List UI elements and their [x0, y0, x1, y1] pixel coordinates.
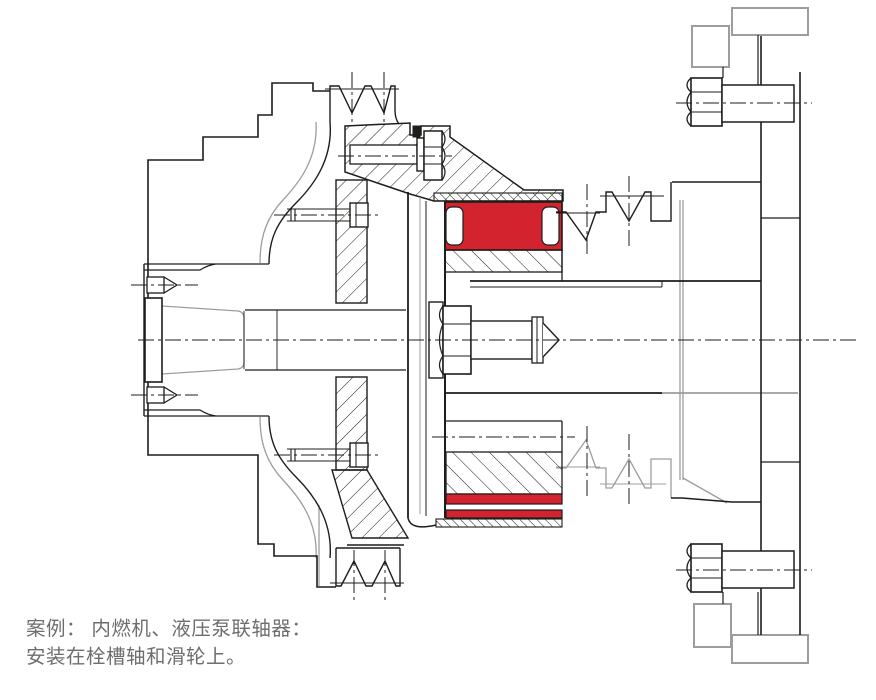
set-screw-top-tip	[163, 276, 179, 294]
engine-housing	[143, 82, 336, 588]
hex-bulges	[441, 130, 446, 181]
caption-line-2: 安装在栓槽轴和滑轮上。	[26, 647, 247, 669]
hex-facets	[691, 91, 722, 113]
section-hatch-areas	[331, 122, 564, 539]
pulley-bolt-top	[686, 77, 795, 127]
flywheel-bell-far-edge-bottom	[259, 416, 317, 559]
flywheel-bell-bottom	[268, 415, 331, 559]
housing-outline	[147, 82, 336, 588]
elastomer-pocket-right	[541, 206, 560, 246]
flywheel-bell-far-edge-top	[259, 121, 317, 264]
hub-steps	[761, 217, 800, 463]
hex-facets	[424, 146, 442, 165]
hub-ring-strip-top	[433, 192, 563, 202]
rim-block-top-small	[691, 25, 730, 68]
hub-bottom-lip	[407, 517, 437, 528]
centerlines	[131, 72, 858, 600]
pulley-groove-profile-top	[556, 182, 672, 242]
elastomer-element	[444, 201, 563, 519]
set-screw-bottom-tip	[163, 386, 179, 404]
hex-bulges	[686, 77, 692, 127]
elastomer-stripe-1	[445, 493, 563, 505]
hub-block-lower	[445, 451, 563, 495]
pulley-groove-profile-bottom	[556, 438, 672, 498]
hex-head	[690, 77, 723, 127]
hex-facets	[691, 557, 722, 579]
caption-line-1: 案例： 内燃机、液压泵联轴器：	[26, 619, 312, 640]
elastomer-pocket-left	[445, 206, 464, 246]
pump-bell-far-diagonal	[682, 477, 728, 504]
rim-block-bottom-small	[693, 603, 732, 648]
crank-pulley-grooves	[325, 85, 404, 587]
stud-bottom-shank	[287, 448, 350, 462]
pump-pulley	[556, 35, 801, 635]
hex-head	[690, 543, 723, 593]
pulley-bottom-edge	[671, 497, 761, 503]
pulley-bolt-bottom	[686, 543, 795, 593]
pulley-groove-baseline-bottom	[556, 466, 666, 485]
shaft-stub-edges	[245, 309, 406, 371]
hub-block-upper	[444, 249, 563, 273]
rim-block-top-large	[731, 7, 809, 36]
rim-block-bottom-large	[731, 634, 809, 664]
hub-top-flange	[344, 122, 564, 202]
flywheel-plate-upper	[335, 179, 368, 304]
pulley-groove-baselines-top	[556, 195, 664, 214]
groove-profile-bottom	[335, 547, 401, 587]
bolt-washer	[416, 137, 425, 172]
crank-boss-edges	[144, 263, 269, 417]
hex-bulges	[686, 543, 692, 593]
elastomer-stripe-2	[445, 509, 563, 519]
rim-connectors	[722, 35, 759, 635]
hub-ring-strip-bottom	[435, 518, 563, 528]
splined-shaft-bore	[445, 280, 761, 394]
hex-facets	[443, 323, 471, 357]
lock-tab	[412, 125, 421, 138]
stud-top-shank	[287, 208, 350, 222]
pulley-rim-blocks	[691, 7, 809, 664]
groove-profile-top	[329, 85, 400, 125]
bolt-shank	[349, 144, 418, 165]
flywheel-bell-top	[268, 121, 331, 265]
figure-caption: 案例： 内燃机、液压泵联轴器： 安装在栓槽轴和滑轮上。	[26, 616, 311, 673]
flywheel-plate-bottom-band	[331, 469, 410, 539]
